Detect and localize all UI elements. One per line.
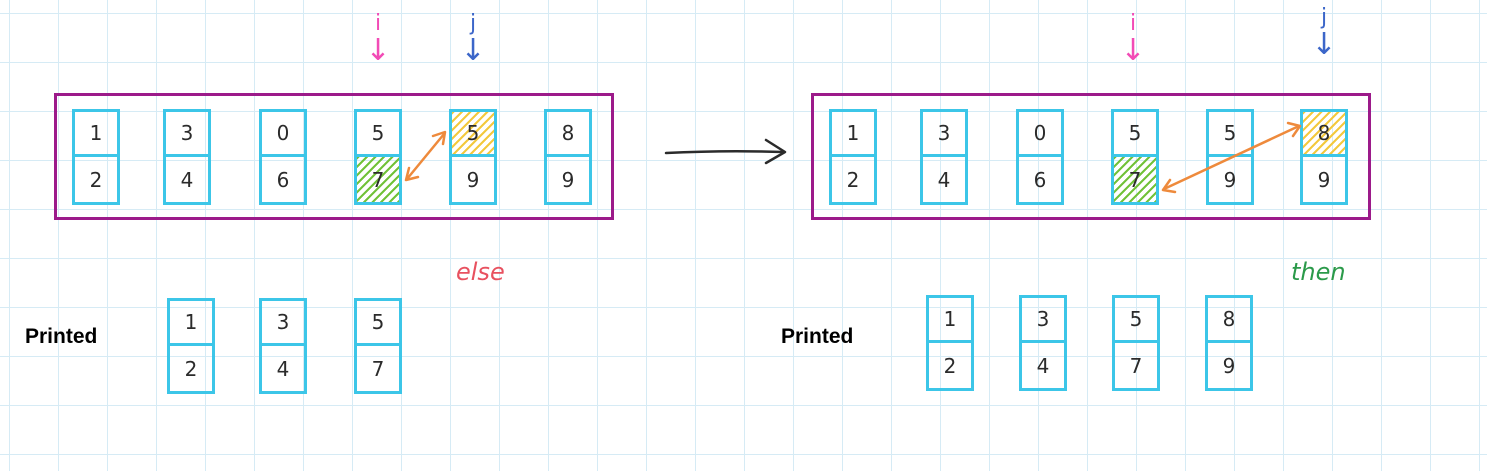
down-arrow-icon: ↓ bbox=[365, 33, 391, 68]
array-element-i: 5 7 bbox=[1111, 109, 1159, 205]
element-second: 4 bbox=[180, 167, 194, 192]
pointer-i-label: i bbox=[1129, 11, 1137, 36]
array-element: 0 6 bbox=[259, 109, 307, 205]
down-arrow-icon: ↓ bbox=[1311, 27, 1337, 62]
element-first: 1 bbox=[170, 301, 212, 346]
element-second: 4 bbox=[937, 167, 951, 192]
branch-label: then bbox=[1291, 258, 1346, 286]
element-second: 4 bbox=[276, 356, 290, 381]
array-element-i: 5 7 bbox=[354, 109, 402, 205]
element-first: 3 bbox=[923, 112, 965, 157]
element-second-highlighted: 7 bbox=[357, 157, 399, 202]
pointer-i-label: i bbox=[374, 11, 382, 36]
right-state-panel: i ↓ j ↓ 1 2 3 4 0 6 5 7 5 9 8 9 then Pri… bbox=[743, 0, 1486, 471]
element-first: 0 bbox=[262, 112, 304, 157]
element-first: 3 bbox=[1022, 298, 1064, 343]
array-element: 1 2 bbox=[829, 109, 877, 205]
array-element-j: 5 9 bbox=[449, 109, 497, 205]
element-second: 2 bbox=[943, 353, 957, 378]
element-second: 7 bbox=[371, 356, 385, 381]
element-second-highlighted: 7 bbox=[1114, 157, 1156, 202]
array-element: 3 4 bbox=[920, 109, 968, 205]
pointer-j-label: j bbox=[1320, 5, 1328, 30]
compare-arrow-icon bbox=[1161, 121, 1302, 194]
element-second: 9 bbox=[1223, 167, 1237, 192]
element-first: 5 bbox=[357, 301, 399, 346]
left-state-panel: i ↓ j ↓ 1 2 3 4 0 6 5 7 5 9 8 9 else Pri… bbox=[0, 0, 743, 471]
printed-element: 5 7 bbox=[1112, 295, 1160, 391]
element-first: 5 bbox=[1114, 112, 1156, 157]
transition-arrow-icon bbox=[664, 138, 787, 165]
element-first: 1 bbox=[832, 112, 874, 157]
element-first: 1 bbox=[929, 298, 971, 343]
pointer-j-label: j bbox=[469, 11, 477, 36]
branch-label: else bbox=[456, 258, 505, 286]
pointer-i: i ↓ bbox=[358, 12, 398, 66]
array-frame bbox=[811, 93, 1371, 220]
compare-arrow-icon bbox=[404, 130, 447, 182]
printed-element: 5 7 bbox=[354, 298, 402, 394]
printed-element: 3 4 bbox=[1019, 295, 1067, 391]
array-element: 5 9 bbox=[1206, 109, 1254, 205]
element-second: 4 bbox=[1036, 353, 1050, 378]
element-first-highlighted: 8 bbox=[1303, 112, 1345, 157]
element-second: 9 bbox=[1317, 167, 1331, 192]
element-second: 6 bbox=[1033, 167, 1047, 192]
element-first-highlighted: 5 bbox=[452, 112, 494, 157]
array-frame bbox=[54, 93, 614, 220]
down-arrow-icon: ↓ bbox=[460, 33, 486, 68]
element-first: 8 bbox=[1208, 298, 1250, 343]
element-second: 2 bbox=[846, 167, 860, 192]
pointer-j: j ↓ bbox=[1304, 6, 1344, 60]
printed-element: 1 2 bbox=[926, 295, 974, 391]
array-element: 8 9 bbox=[544, 109, 592, 205]
element-second: 6 bbox=[276, 167, 290, 192]
printed-element: 1 2 bbox=[167, 298, 215, 394]
printed-label: Printed bbox=[25, 325, 98, 348]
array-element: 1 2 bbox=[72, 109, 120, 205]
array-element: 3 4 bbox=[163, 109, 211, 205]
element-first: 5 bbox=[1209, 112, 1251, 157]
printed-element: 3 4 bbox=[259, 298, 307, 394]
printed-element: 8 9 bbox=[1205, 295, 1253, 391]
element-second: 9 bbox=[466, 167, 480, 192]
array-element: 0 6 bbox=[1016, 109, 1064, 205]
element-second: 2 bbox=[184, 356, 198, 381]
pointer-i: i ↓ bbox=[1113, 12, 1153, 66]
array-element-j: 8 9 bbox=[1300, 109, 1348, 205]
element-first: 0 bbox=[1019, 112, 1061, 157]
element-first: 3 bbox=[166, 112, 208, 157]
element-first: 1 bbox=[75, 112, 117, 157]
element-first: 5 bbox=[1115, 298, 1157, 343]
element-first: 3 bbox=[262, 301, 304, 346]
element-second: 9 bbox=[561, 167, 575, 192]
element-first: 8 bbox=[547, 112, 589, 157]
element-second: 2 bbox=[89, 167, 103, 192]
printed-label: Printed bbox=[781, 325, 854, 348]
element-second: 9 bbox=[1222, 353, 1236, 378]
down-arrow-icon: ↓ bbox=[1120, 33, 1146, 68]
element-second: 7 bbox=[1129, 353, 1143, 378]
element-first: 5 bbox=[357, 112, 399, 157]
pointer-j: j ↓ bbox=[453, 12, 493, 66]
